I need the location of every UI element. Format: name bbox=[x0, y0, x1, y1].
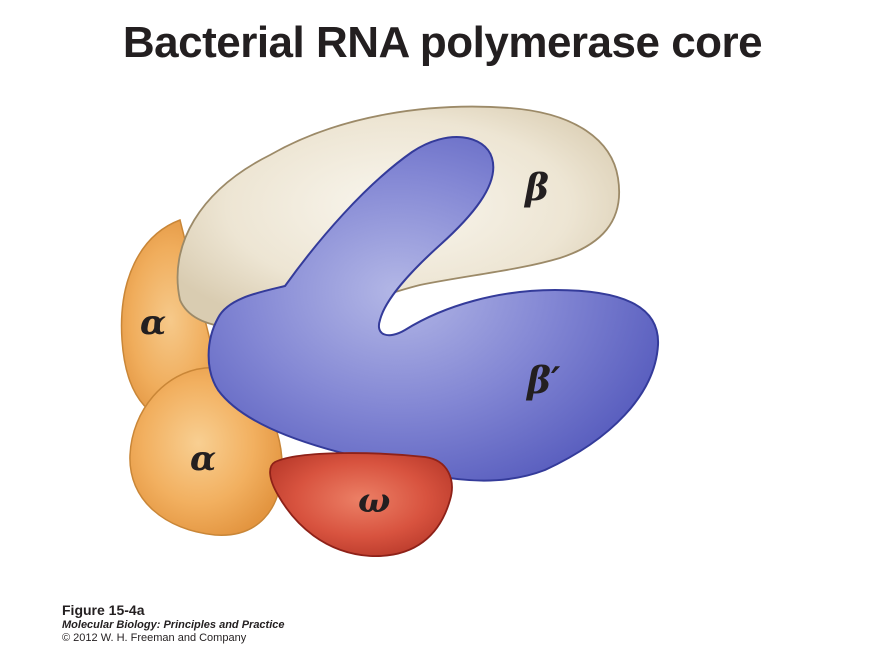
alpha-upper-label: α bbox=[140, 303, 166, 343]
book-title: Molecular Biology: Principles and Practi… bbox=[62, 618, 285, 631]
diagram-title: Bacterial RNA polymerase core bbox=[122, 18, 763, 67]
figure-number: Figure 15-4a bbox=[62, 602, 145, 618]
omega-subunit bbox=[269, 452, 453, 557]
beta-prime-label: β′ bbox=[525, 360, 561, 402]
copyright-notice: © 2012 W. H. Freeman and Company bbox=[62, 631, 247, 644]
beta-label: β bbox=[523, 167, 549, 209]
alpha-lower-label: α bbox=[190, 439, 216, 479]
figure-caption: Figure 15-4a Molecular Biology: Principl… bbox=[62, 602, 285, 645]
omega-label: ω bbox=[358, 481, 390, 521]
